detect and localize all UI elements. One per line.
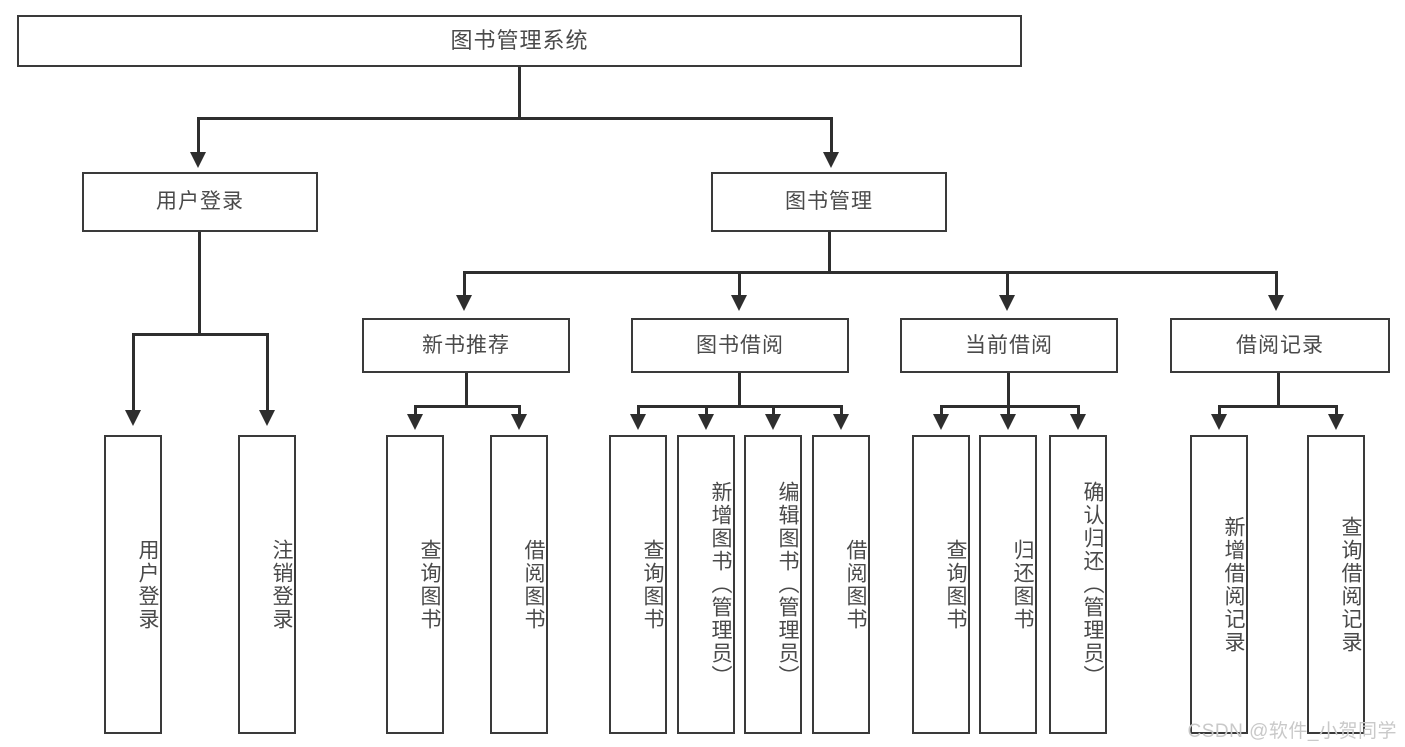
leaf-label: 查询图书 [641, 538, 664, 631]
node-book-borrow[interactable]: 图书借阅 [631, 318, 849, 373]
node-book-management-system[interactable]: 图书管理系统 [17, 15, 1022, 67]
node-book-management[interactable]: 图书管理 [711, 172, 947, 232]
node-leaf-user-logout[interactable]: 注销登录 [238, 435, 296, 734]
node-leaf-add-book-admin[interactable]: 新增图书（管理员） [677, 435, 735, 734]
arrow-current-borrow-to-leaf1 [933, 414, 949, 430]
arrow-book-manage-to-borrow-record [1268, 295, 1284, 311]
edge-book-manage-to-new-book-rec [463, 271, 466, 298]
edge-new-book-rec-to-leaf1 [414, 405, 417, 417]
arrow-user-login-to-leaf2 [259, 410, 275, 426]
edge-current-borrow-bar [940, 405, 1080, 408]
edge-borrow-record-to-leaf2 [1335, 405, 1338, 417]
edge-book-manage-to-book-borrow [738, 271, 741, 298]
edge-book-manage-to-borrow-record [1275, 271, 1278, 298]
arrow-borrow-record-to-leaf2 [1328, 414, 1344, 430]
edge-book-manage-stem [828, 232, 831, 274]
edge-book-manage-bar [463, 271, 1278, 274]
edge-current-borrow-to-leaf2 [1007, 405, 1010, 417]
edge-user-login-bar [132, 333, 268, 336]
arrow-user-login-to-leaf1 [125, 410, 141, 426]
edge-book-borrow-stem [738, 373, 741, 407]
node-leaf-query-book-recommend[interactable]: 查询图书 [386, 435, 444, 734]
node-leaf-user-login[interactable]: 用户登录 [104, 435, 162, 734]
edge-book-borrow-bar [637, 405, 843, 408]
node-leaf-add-borrow-record[interactable]: 新增借阅记录 [1190, 435, 1248, 734]
edge-book-borrow-to-leaf2 [705, 405, 708, 417]
node-leaf-edit-book-admin[interactable]: 编辑图书（管理员） [744, 435, 802, 734]
edge-user-login-to-leaf1 [132, 333, 135, 413]
leaf-label: 注销登录 [270, 538, 293, 631]
edge-book-borrow-to-leaf4 [840, 405, 843, 417]
leaf-label: 查询图书 [418, 538, 441, 631]
node-leaf-borrow-book-recommend[interactable]: 借阅图书 [490, 435, 548, 734]
node-leaf-query-book-current[interactable]: 查询图书 [912, 435, 970, 734]
edge-current-borrow-to-leaf3 [1077, 405, 1080, 417]
arrow-book-manage-to-new-book-rec [456, 295, 472, 311]
node-new-book-recommend[interactable]: 新书推荐 [362, 318, 570, 373]
edge-new-book-rec-bar [414, 405, 520, 408]
arrow-borrow-record-to-leaf1 [1211, 414, 1227, 430]
arrow-current-borrow-to-leaf2 [1000, 414, 1016, 430]
node-leaf-borrow-book[interactable]: 借阅图书 [812, 435, 870, 734]
node-user-login[interactable]: 用户登录 [82, 172, 318, 232]
edge-root-to-book-manage [830, 117, 833, 155]
leaf-label: 新增借阅记录 [1222, 515, 1245, 654]
arrow-root-to-book-manage [823, 152, 839, 168]
edge-new-book-rec-stem [465, 373, 468, 407]
node-leaf-confirm-return-admin[interactable]: 确认归还（管理员） [1049, 435, 1107, 734]
arrow-root-to-user-login [190, 152, 206, 168]
edge-root-bar [197, 117, 833, 120]
edge-current-borrow-stem [1007, 373, 1010, 407]
edge-borrow-record-stem [1277, 373, 1280, 407]
leaf-label: 确认归还（管理员） [1081, 481, 1104, 688]
leaf-label: 查询图书 [944, 538, 967, 631]
leaf-label: 用户登录 [136, 538, 159, 631]
leaf-label: 归还图书 [1011, 538, 1034, 631]
leaf-label: 编辑图书（管理员） [776, 481, 799, 688]
edge-borrow-record-to-leaf1 [1218, 405, 1221, 417]
arrow-current-borrow-to-leaf3 [1070, 414, 1086, 430]
leaf-label: 借阅图书 [522, 538, 545, 631]
arrow-new-book-rec-to-leaf1 [407, 414, 423, 430]
arrow-book-manage-to-current-borrow [999, 295, 1015, 311]
edge-book-borrow-to-leaf3 [772, 405, 775, 417]
edge-new-book-rec-to-leaf2 [518, 405, 521, 417]
node-borrow-record[interactable]: 借阅记录 [1170, 318, 1390, 373]
arrow-book-borrow-to-leaf1 [630, 414, 646, 430]
edge-user-login-to-leaf2 [266, 333, 269, 413]
node-current-borrow[interactable]: 当前借阅 [900, 318, 1118, 373]
edge-root-stem [518, 67, 521, 118]
leaf-label: 查询借阅记录 [1339, 515, 1362, 654]
node-leaf-return-book[interactable]: 归还图书 [979, 435, 1037, 734]
edge-root-to-user-login [197, 117, 200, 155]
edge-current-borrow-to-leaf1 [940, 405, 943, 417]
node-leaf-query-borrow-record[interactable]: 查询借阅记录 [1307, 435, 1365, 734]
leaf-label: 新增图书（管理员） [709, 481, 732, 688]
edge-book-borrow-to-leaf1 [637, 405, 640, 417]
arrow-book-manage-to-book-borrow [731, 295, 747, 311]
edge-book-manage-to-current-borrow [1006, 271, 1009, 298]
node-leaf-query-book-borrow[interactable]: 查询图书 [609, 435, 667, 734]
edge-borrow-record-bar [1218, 405, 1338, 408]
arrow-new-book-rec-to-leaf2 [511, 414, 527, 430]
leaf-label: 借阅图书 [844, 538, 867, 631]
arrow-book-borrow-to-leaf3 [765, 414, 781, 430]
arrow-book-borrow-to-leaf4 [833, 414, 849, 430]
edge-user-login-stem [198, 232, 201, 335]
arrow-book-borrow-to-leaf2 [698, 414, 714, 430]
